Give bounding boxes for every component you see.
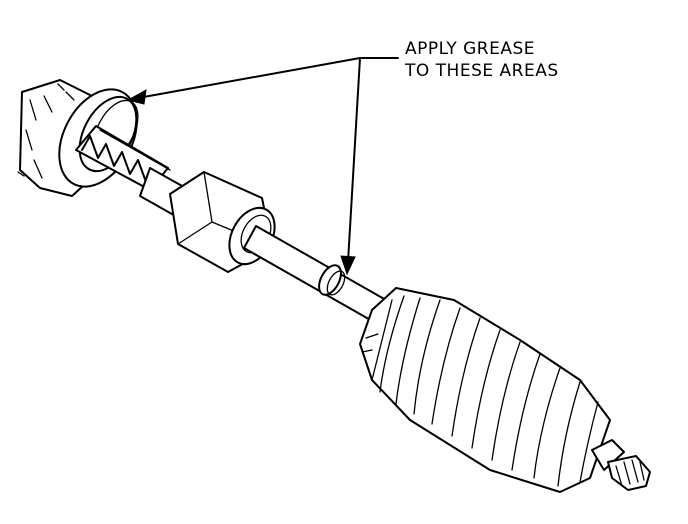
rack-gear-teeth: [75, 125, 171, 191]
shaft-grease-ring: [318, 264, 346, 296]
threaded-stud: [591, 439, 651, 491]
bellows-boot: [359, 287, 611, 493]
inner-tie-rod-shaft: [243, 225, 387, 323]
callout-leaders: [126, 57, 399, 276]
callout-line-1: APPLY GREASE: [405, 39, 536, 59]
grease-callout-label: APPLY GREASE TO THESE AREAS: [405, 38, 559, 82]
callout-line-2: TO THESE AREAS: [405, 61, 559, 81]
